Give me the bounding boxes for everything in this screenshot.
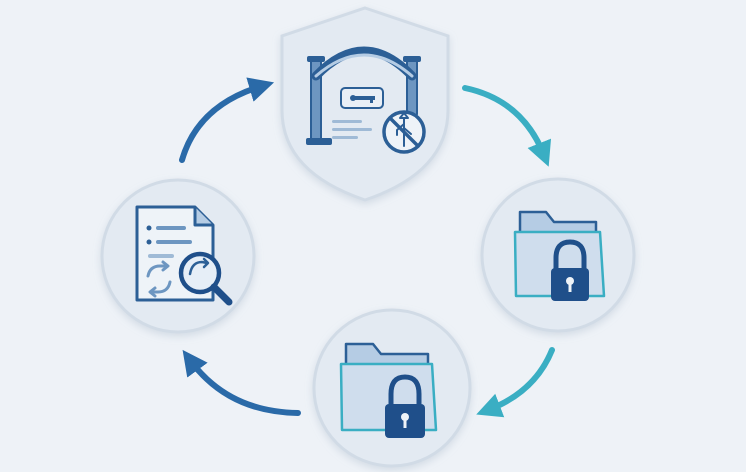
key-card-icon [340,87,384,109]
no-usb-icon [382,110,426,154]
locked-folder-node-right [480,177,636,333]
arrow-folder-to-audit [182,349,301,416]
document-audit-node [100,178,256,334]
arrow-audit-to-gateway [179,77,275,163]
refresh-icon [146,260,172,298]
arrow-folder-to-folder [476,347,555,418]
arrow-gateway-to-folder [462,85,552,167]
locked-folder-icon [339,342,438,438]
locked-folder-icon [513,210,606,301]
gateway-arch-icon [306,46,421,145]
magnifier-icon [178,251,233,306]
gateway-shield-node [280,6,450,202]
locked-folder-node-bottom [312,308,472,468]
text-lines-decoration [332,120,372,139]
